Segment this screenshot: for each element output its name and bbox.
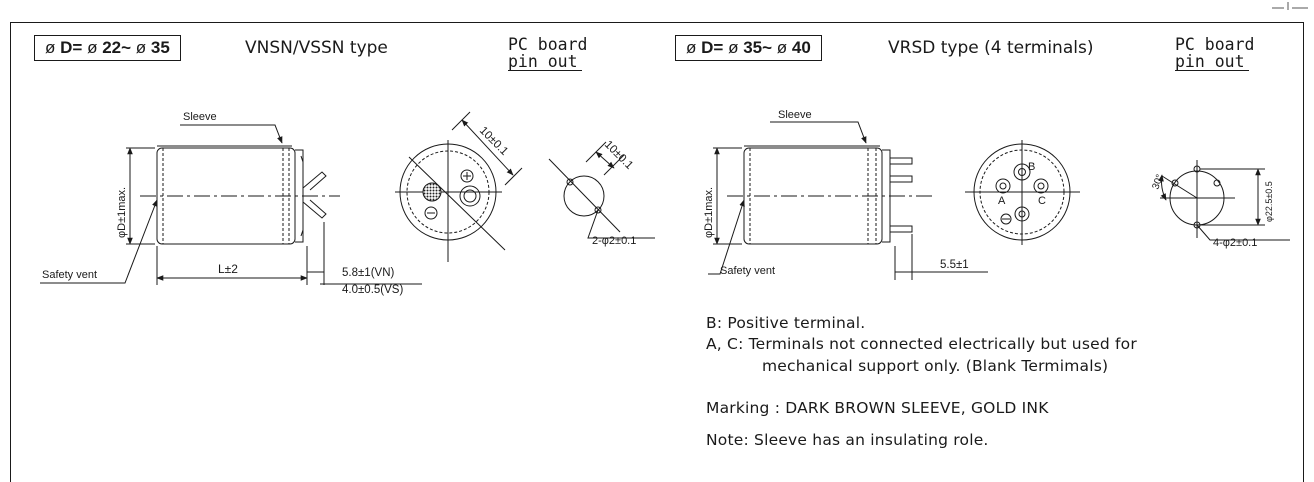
note-blank-terminals-cont: mechanical support only. (Blank Termimal…	[762, 357, 1109, 375]
note-positive-terminal: B: Positive terminal.	[706, 314, 866, 332]
right-sleeve-label: Sleeve	[778, 109, 812, 121]
right-pcb-pattern	[1158, 160, 1290, 241]
left-pcb-hole-dim: 2-φ2±0.1	[592, 235, 636, 247]
right-pcb-line1: PC board	[1175, 35, 1255, 54]
note-marking: Marking : DARK BROWN SLEEVE, GOLD INK	[706, 399, 1049, 417]
left-phi-symbol: ø	[45, 38, 56, 57]
right-diameter-dim: φD±1max.	[703, 187, 715, 238]
left-length-dim: L±2	[218, 262, 238, 276]
left-diameter-range-box: ø D= ø 22~ ø 35	[34, 35, 181, 61]
left-pcb-line1: PC board	[508, 35, 588, 54]
left-pcb-label: PC board pin out	[508, 36, 587, 71]
right-dia-max: 40	[791, 38, 811, 57]
left-lead-vs: 4.0±0.5(VS)	[342, 284, 403, 296]
left-lead-vn: 5.8±1(VN)	[342, 267, 394, 279]
right-pcb-hole-dim: 4-φ2±0.1	[1213, 237, 1257, 249]
right-phi-symbol-2: ø	[728, 38, 739, 57]
left-pcb-pitch-dim: 10±0.1	[602, 139, 635, 172]
left-pcb-pattern	[548, 141, 655, 239]
right-phi-symbol-3: ø	[776, 38, 788, 57]
left-dia-max: 35	[150, 38, 170, 57]
right-phi-symbol: ø	[686, 38, 697, 57]
terminal-c-label: C	[1038, 195, 1046, 207]
terminal-a-label: A	[998, 195, 1006, 207]
right-type-title: VRSD type (4 terminals)	[888, 38, 1094, 58]
left-phi-symbol-2: ø	[87, 38, 98, 57]
right-safety-vent-label: Safety vent	[720, 265, 775, 277]
note-blank-terminals: A, C: Terminals not connected electrical…	[706, 335, 1137, 353]
left-phi-symbol-3: ø	[135, 38, 147, 57]
left-dia-min: 22~	[102, 38, 132, 57]
right-dia-min: 35~	[743, 38, 773, 57]
left-side-view	[40, 124, 422, 285]
pcb-angle-label: 30°	[1150, 173, 1166, 191]
right-side-view	[708, 121, 988, 280]
left-sleeve-label: Sleeve	[183, 111, 217, 123]
pcd-dim: φ22.5±0.5	[1264, 181, 1274, 222]
left-type-title: VNSN/VSSN type	[245, 38, 388, 58]
left-diameter-dim: φD±1max.	[116, 187, 128, 238]
left-bottom-view	[395, 111, 523, 262]
right-pcb-line2: pin out	[1175, 53, 1249, 71]
right-pcb-label: PC board pin out	[1175, 36, 1254, 71]
left-pcb-line2: pin out	[508, 53, 582, 71]
drawing-frame	[10, 22, 1304, 482]
left-safety-vent-label: Safety vent	[42, 269, 97, 281]
right-bottom-view	[965, 140, 1080, 245]
left-d-label: D=	[60, 38, 83, 57]
right-diameter-range-box: ø D= ø 35~ ø 40	[675, 35, 822, 61]
corner-mark	[1272, 2, 1308, 10]
right-d-label: D=	[701, 38, 724, 57]
note-sleeve: Note: Sleeve has an insulating role.	[706, 431, 989, 449]
right-lead-dim: 5.5±1	[940, 259, 969, 271]
terminal-b-label: B	[1028, 161, 1035, 173]
